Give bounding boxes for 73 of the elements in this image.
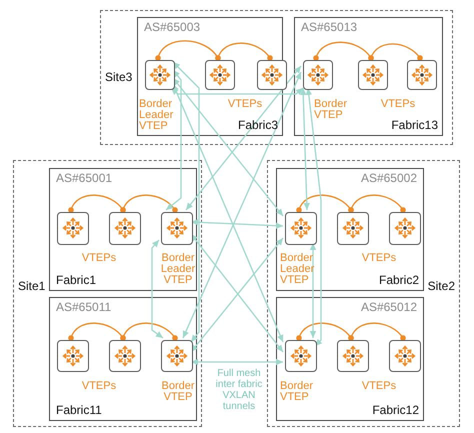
tunnel-arrow [306, 88, 322, 346]
fabric-name: Fabric11 [56, 404, 102, 416]
fabric-box [49, 168, 197, 291]
as-number: AS#65013 [301, 21, 358, 33]
router-box [407, 60, 437, 90]
connector-line [348, 322, 406, 341]
router-box [389, 212, 421, 245]
fabric-name: Fabric13 [391, 119, 438, 131]
tunnel-arrow [190, 219, 284, 229]
tunnel-arrow [166, 70, 182, 210]
device-caption: Border Leader VTEP [280, 253, 316, 286]
router-box [205, 60, 235, 90]
as-number: AS#65011 [56, 301, 112, 313]
fabric-box [276, 297, 424, 421]
router-box [57, 340, 89, 372]
device-caption: VTEPs [380, 99, 416, 110]
router-box [285, 212, 317, 245]
device-caption: VTEPs [226, 99, 264, 110]
router-box [303, 60, 333, 90]
tunnel-arrow [170, 88, 304, 95]
device-caption: VTEPs [360, 253, 398, 264]
router-box [145, 60, 175, 90]
fabric-box [49, 297, 197, 421]
device-caption: VTEPs [80, 381, 118, 392]
site-region [267, 160, 460, 427]
fabric-name: Fabric3 [238, 119, 278, 131]
router-box [109, 212, 141, 245]
device-caption: Border Leader VTEP [160, 253, 196, 286]
as-number: AS#65001 [56, 172, 112, 184]
tunnel-arrow [191, 358, 283, 366]
connector-line [215, 42, 273, 61]
device-caption: Border VTEP [314, 99, 348, 121]
site-region [100, 10, 453, 145]
device-caption: VTEPs [80, 253, 118, 264]
fabric-box [294, 17, 443, 136]
as-number: AS#65003 [144, 21, 200, 33]
router-box [285, 340, 317, 372]
router-box [337, 212, 369, 245]
fabric-name: Fabric2 [378, 274, 419, 286]
device-caption: Border Leader VTEP [139, 99, 173, 132]
tunnel-arrow [186, 66, 302, 210]
fabric-name: Fabric1 [56, 274, 96, 286]
fabric-box [276, 168, 424, 291]
router-box [257, 60, 287, 90]
site-region [13, 160, 202, 427]
device-caption: Border VTEP [160, 381, 196, 403]
router-box [109, 340, 141, 372]
tunnel-arrow [182, 72, 302, 338]
as-number: AS#65002 [360, 172, 417, 184]
router-box [358, 60, 388, 90]
tunnel-arrow [310, 243, 316, 338]
router-box [57, 212, 89, 245]
site-name: Site3 [105, 71, 132, 83]
tunnel-arrow [151, 240, 164, 339]
site-name: Site2 [428, 280, 455, 292]
tunnel-arrow [300, 88, 310, 210]
tunnel-arrow [172, 62, 200, 342]
tunnel-arrow [172, 84, 284, 342]
connector-line [120, 194, 178, 213]
router-box [337, 340, 369, 372]
annotation-text: Full mesh inter fabric VXLAN tunnels [214, 368, 264, 412]
connector-line [348, 194, 406, 213]
as-number: AS#65012 [360, 301, 417, 313]
router-box [161, 212, 193, 245]
tunnel-arrow [172, 78, 284, 216]
fabric-name: Fabric12 [372, 404, 419, 416]
router-box [161, 340, 193, 372]
site-name: Site1 [18, 280, 46, 292]
device-caption: Border VTEP [280, 381, 314, 403]
device-caption: VTEPs [360, 381, 398, 392]
connector-line [120, 322, 178, 341]
connector-line [368, 43, 423, 61]
router-box [389, 340, 421, 372]
